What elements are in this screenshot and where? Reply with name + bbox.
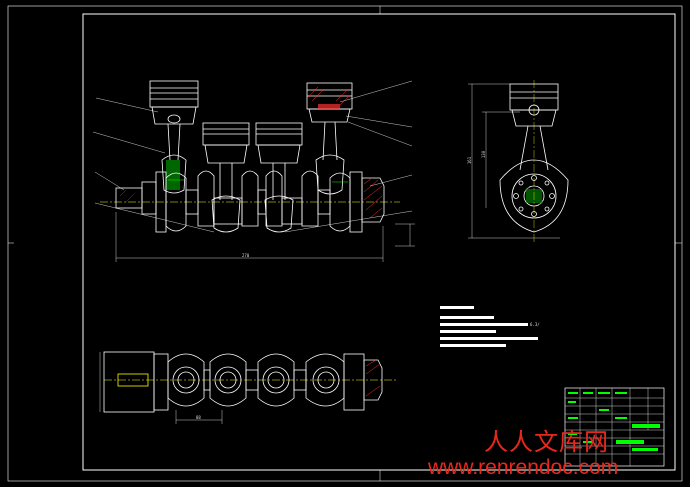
overall-length-dimension	[115, 212, 415, 262]
piston-1	[149, 80, 199, 125]
side-height2-label: 130	[481, 150, 487, 159]
outer-frame	[7, 5, 683, 482]
title-block-text	[568, 392, 660, 451]
tech-note-value: 6.3/	[530, 322, 540, 327]
top-dimensions	[99, 352, 223, 424]
watermark-url[interactable]: www.renrendoc.com	[428, 456, 619, 479]
connecting-rod-4	[315, 121, 345, 195]
side-dimensions	[468, 83, 560, 239]
front-view-assembly[interactable]	[92, 80, 415, 262]
piston-4-hatch	[307, 86, 351, 106]
top-pulley	[103, 351, 155, 413]
piston-4-section	[306, 82, 353, 123]
crank-counterweight-highlight	[168, 179, 348, 183]
bottom-spacing-label: 88	[196, 415, 201, 420]
crank-flange-hatch	[363, 177, 383, 219]
top-crank-throws	[167, 353, 345, 407]
crankshaft-front	[115, 170, 385, 233]
connecting-rod-1	[161, 123, 187, 194]
watermark-logo-text: 人人文库网	[484, 428, 609, 456]
piston-2	[202, 122, 250, 164]
wrist-pin-section	[318, 104, 340, 110]
leader-lines	[92, 80, 413, 233]
pulley-hatch	[119, 189, 135, 203]
conrod-1-section	[166, 160, 180, 190]
title-block[interactable]	[564, 387, 665, 467]
overall-length-label: 270	[242, 253, 250, 258]
frame-ticks	[8, 6, 682, 481]
top-view-crankshaft[interactable]	[99, 351, 398, 424]
side-counterweight	[499, 159, 569, 233]
side-height-label: 161	[467, 156, 473, 165]
inner-frame	[82, 13, 676, 471]
technical-requirements	[440, 306, 538, 347]
connecting-rod-3	[264, 163, 294, 233]
side-view-assembly[interactable]	[468, 80, 569, 242]
piston-3	[255, 122, 303, 164]
connecting-rod-2	[211, 163, 241, 233]
